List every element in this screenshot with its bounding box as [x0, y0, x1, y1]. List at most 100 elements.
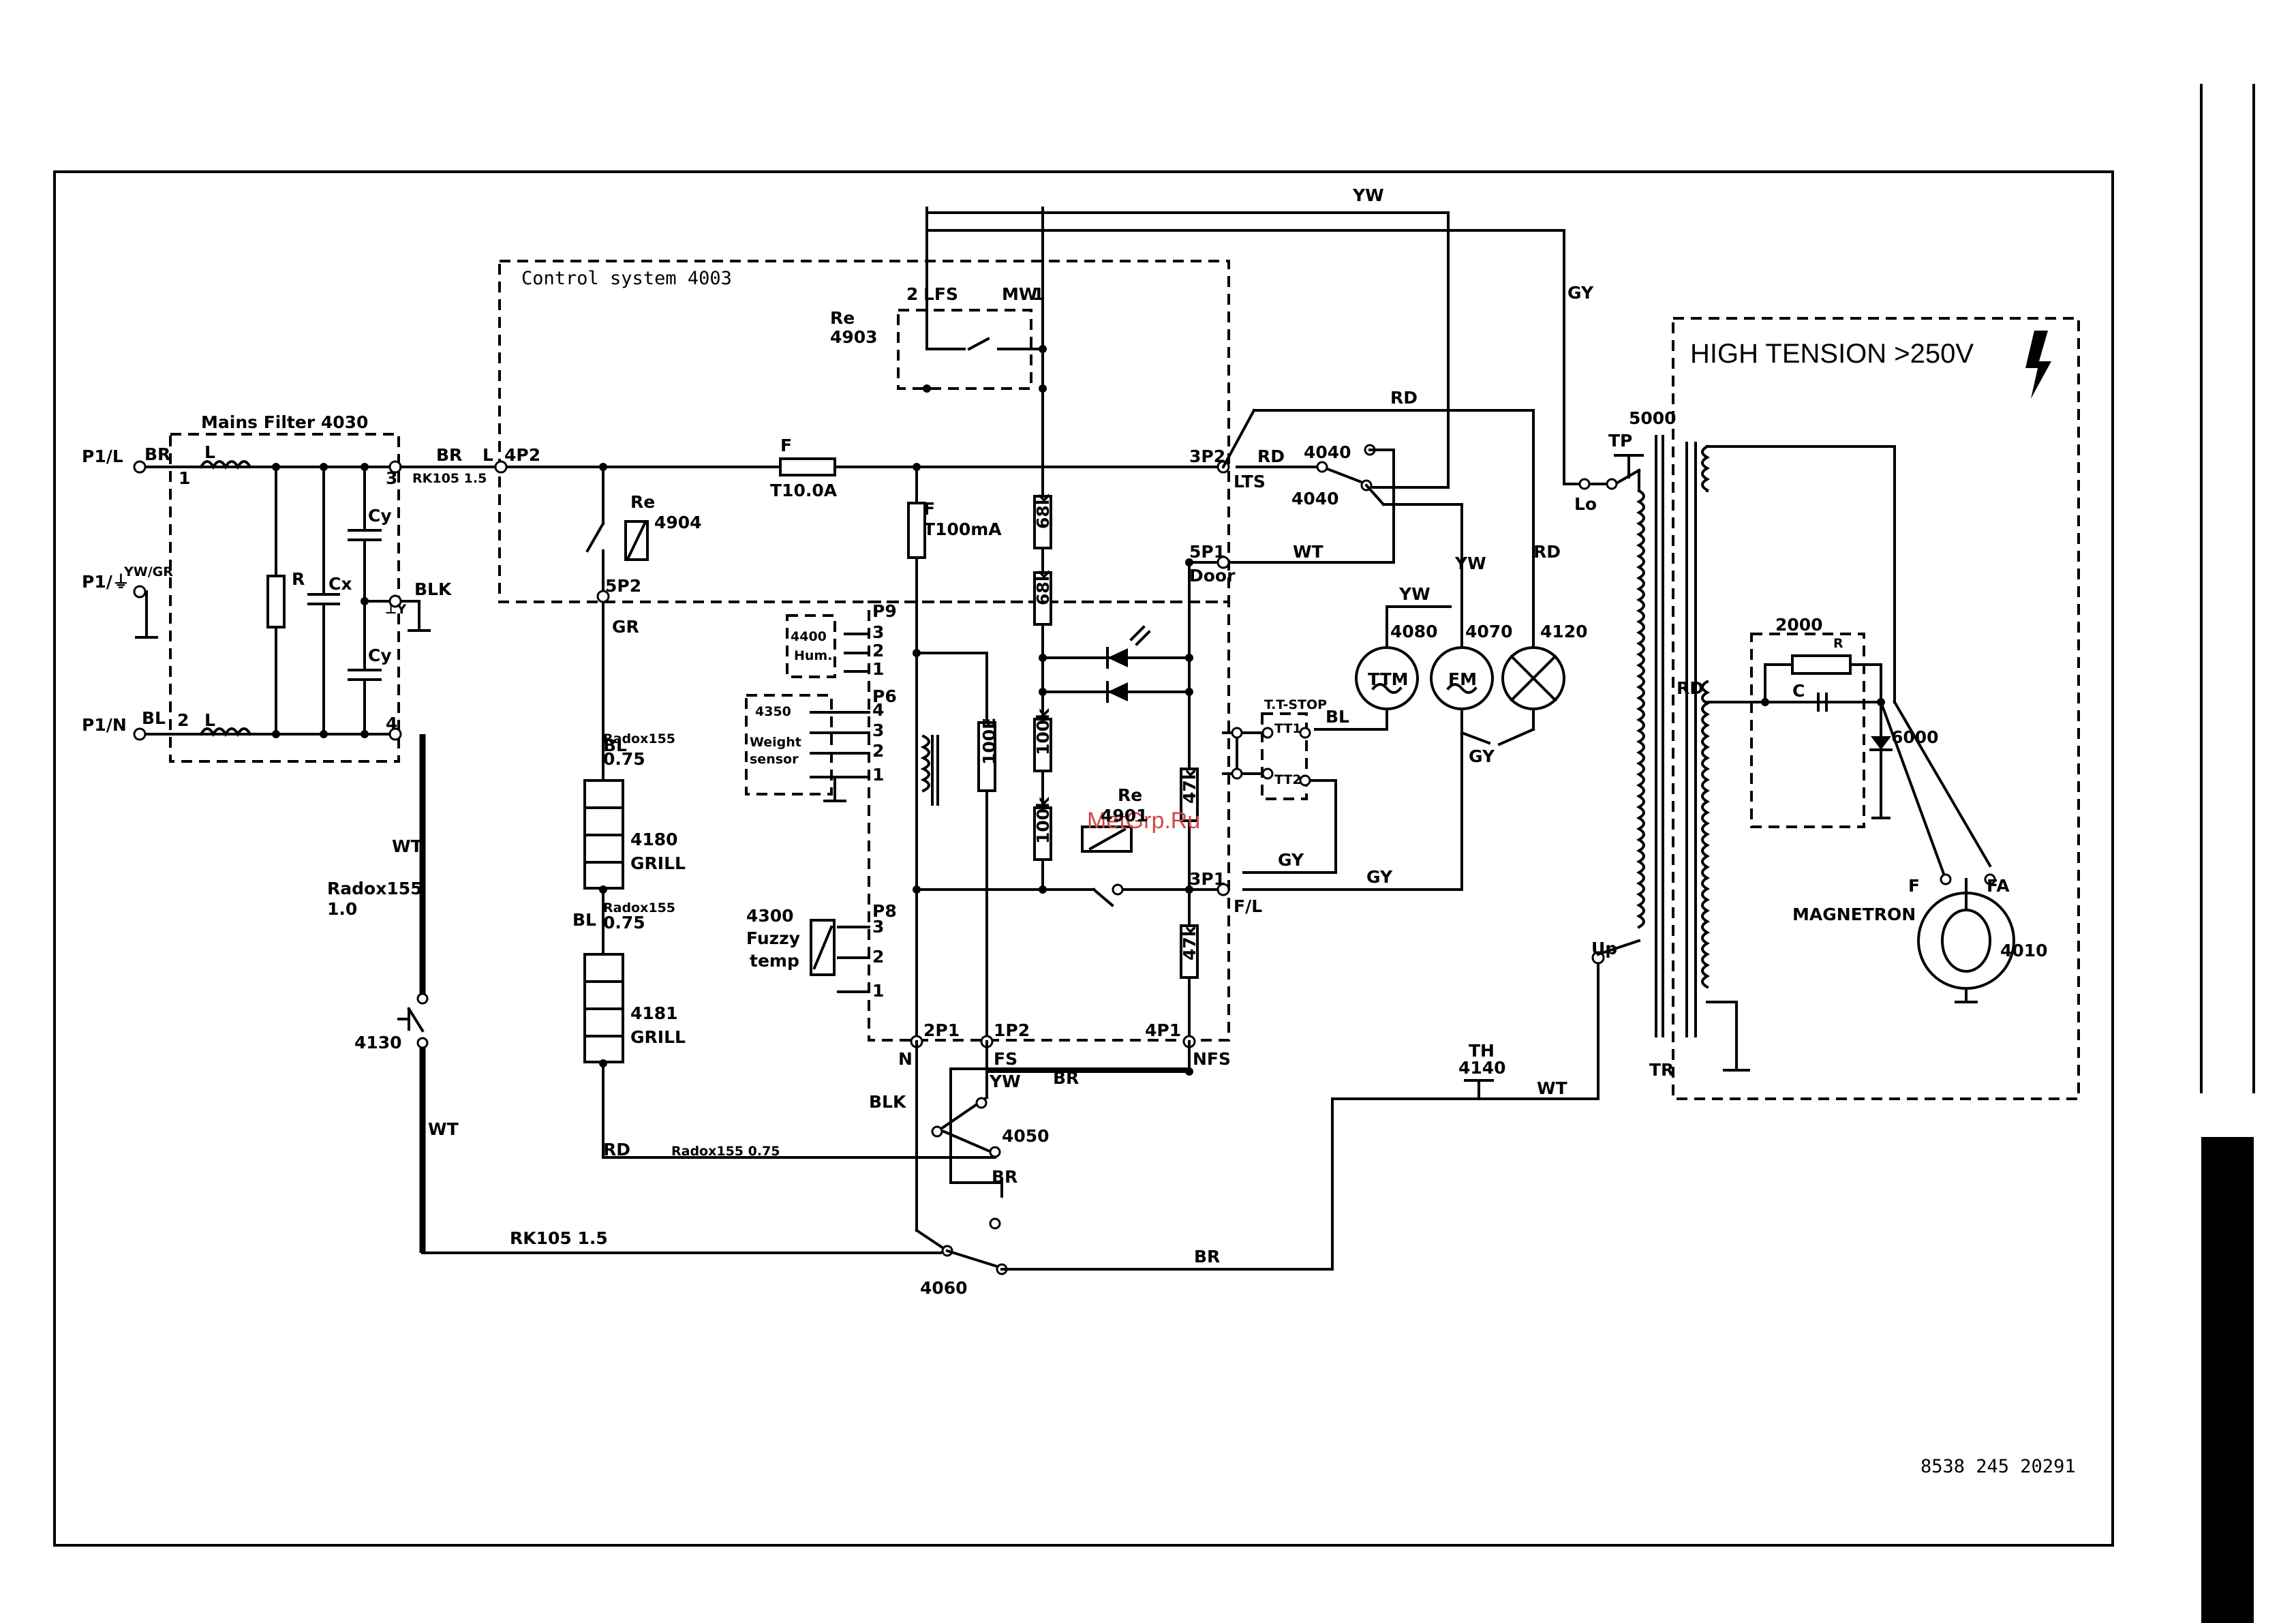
label-bl-grill: BL	[603, 735, 627, 755]
label-n: N	[898, 1049, 913, 1069]
lightning-icon	[2025, 331, 2051, 399]
label-wt-left2: WT	[428, 1119, 459, 1139]
label-bl-tt: BL	[1326, 707, 1349, 727]
label-rd-lamp: RD	[1533, 542, 1561, 562]
label-4p1: 4P1	[1145, 1020, 1181, 1040]
label-r100kb: 100k	[1033, 796, 1053, 844]
label-lfs-2: 2	[906, 284, 918, 304]
label-bl: BL	[142, 708, 166, 728]
label-4040: 4040	[1291, 489, 1339, 509]
label-radox-grill: Radox155	[603, 731, 675, 746]
label-r100ka: 100k	[1033, 708, 1053, 755]
sensor-4350-box	[746, 695, 831, 794]
label-f-main: F	[780, 436, 792, 455]
label-re4903: Re	[830, 308, 855, 328]
label-wt-door: WT	[1293, 542, 1323, 562]
label-br-sw2: BR	[992, 1167, 1017, 1187]
control-system-box	[500, 261, 1229, 602]
label-4901: 4901	[1101, 806, 1148, 825]
label-ly: ⊥Y	[385, 602, 406, 617]
label-grill2: GRILL	[630, 1027, 686, 1047]
label-yw-fm: YW	[1454, 553, 1486, 573]
high-tension-box	[1673, 318, 2079, 1099]
label-4181: 4181	[630, 1003, 678, 1023]
label-weight: Weight	[750, 735, 801, 750]
label-ctrl-l: L	[483, 445, 493, 465]
label-r68b: 68k	[1033, 569, 1053, 605]
label-r47b: 47k	[1180, 924, 1199, 960]
label-door: Door	[1189, 566, 1236, 586]
label-4070: 4070	[1465, 622, 1513, 641]
label-rd-bottom: RD	[603, 1140, 630, 1159]
label-p9-1: 1	[872, 659, 884, 679]
drawing-frame	[55, 172, 2113, 1545]
label-ctrl-br: BR	[436, 445, 462, 465]
label-p6-3: 3	[872, 721, 884, 740]
sensor-4400-box	[787, 616, 835, 677]
label-pin4: 4	[386, 714, 397, 733]
label-lts: LTS	[1234, 472, 1266, 491]
label-1p2: 1P2	[994, 1020, 1030, 1040]
label-radox-big: Radox155	[327, 879, 423, 898]
label-gy-top: GY	[1567, 283, 1594, 303]
tt-stop-box	[1262, 714, 1306, 799]
label-rk: RK105 1.5	[412, 471, 487, 486]
label-4400: 4400	[791, 629, 827, 644]
label-th: TH	[1469, 1041, 1495, 1061]
label-fm: FM	[1448, 669, 1477, 689]
label-4130: 4130	[354, 1033, 402, 1052]
label-tt2: TT2	[1274, 772, 1302, 787]
label-r: R	[292, 569, 305, 589]
label-pin3: 3	[386, 468, 397, 488]
label-r075: 0.75	[603, 749, 645, 769]
label-yw-top: YW	[1352, 185, 1384, 205]
label-pin1: 1	[179, 468, 190, 488]
label-cy2: Cy	[368, 646, 392, 665]
label-gy-bus: GY	[1366, 867, 1393, 887]
label-pin2: 2	[177, 710, 189, 730]
label-4120: 4120	[1540, 622, 1588, 641]
label-rd-top: RD	[1390, 388, 1418, 408]
label-4010: 4010	[2000, 941, 2048, 960]
label-radox-grill2: Radox155	[603, 900, 675, 915]
label-sensor: sensor	[750, 752, 799, 767]
label-br-bottom: BR	[1194, 1247, 1220, 1266]
label-p1l: P1/L	[82, 446, 123, 466]
label-f: F	[1908, 876, 1920, 896]
label-r10: 1.0	[327, 899, 357, 919]
label-ttm: TTM	[1368, 669, 1409, 689]
label-p9: P9	[872, 601, 897, 621]
label-fa: FA	[1987, 876, 2010, 896]
label-temp: temp	[750, 951, 799, 971]
label-p6-1: 1	[872, 765, 884, 785]
label-up: Up	[1591, 939, 1617, 958]
control-wiring	[399, 208, 2014, 1274]
label-lfs: LFS	[923, 284, 958, 304]
label-5000: 5000	[1629, 408, 1677, 428]
label-p8: P8	[872, 901, 897, 921]
label-re4904: Re	[630, 492, 655, 512]
label-re4901: Re	[1118, 785, 1142, 805]
label-l2: L	[204, 710, 215, 730]
label-r47a: 47k	[1180, 768, 1199, 804]
label-blk: BLK	[414, 579, 453, 599]
label-yw-sw: YW	[989, 1072, 1021, 1091]
label-lo: Lo	[1574, 494, 1597, 514]
label-mw: MW	[1002, 284, 1037, 304]
label-p8-3: 3	[872, 917, 884, 937]
control-system-title: Control system 4003	[521, 268, 732, 289]
label-gy-mid: GY	[1469, 746, 1495, 766]
label-t10: T10.0A	[770, 481, 838, 500]
label-radox-rd: Radox155 0.75	[671, 1144, 780, 1159]
black-tab	[2201, 1137, 2254, 1623]
high-tension-title: HIGH TENSION >250V	[1690, 339, 1974, 369]
label-fl: F/L	[1234, 896, 1262, 916]
label-p9-3: 3	[872, 622, 884, 642]
label-6000: 6000	[1891, 727, 1939, 747]
label-p6-2: 2	[872, 741, 884, 761]
label-2000-c: C	[1792, 681, 1805, 701]
label-4040-pin1: 4040	[1304, 442, 1351, 462]
label-tp: TP	[1608, 431, 1632, 451]
label-p6: P6	[872, 686, 897, 706]
label-grill: GRILL	[630, 853, 686, 873]
